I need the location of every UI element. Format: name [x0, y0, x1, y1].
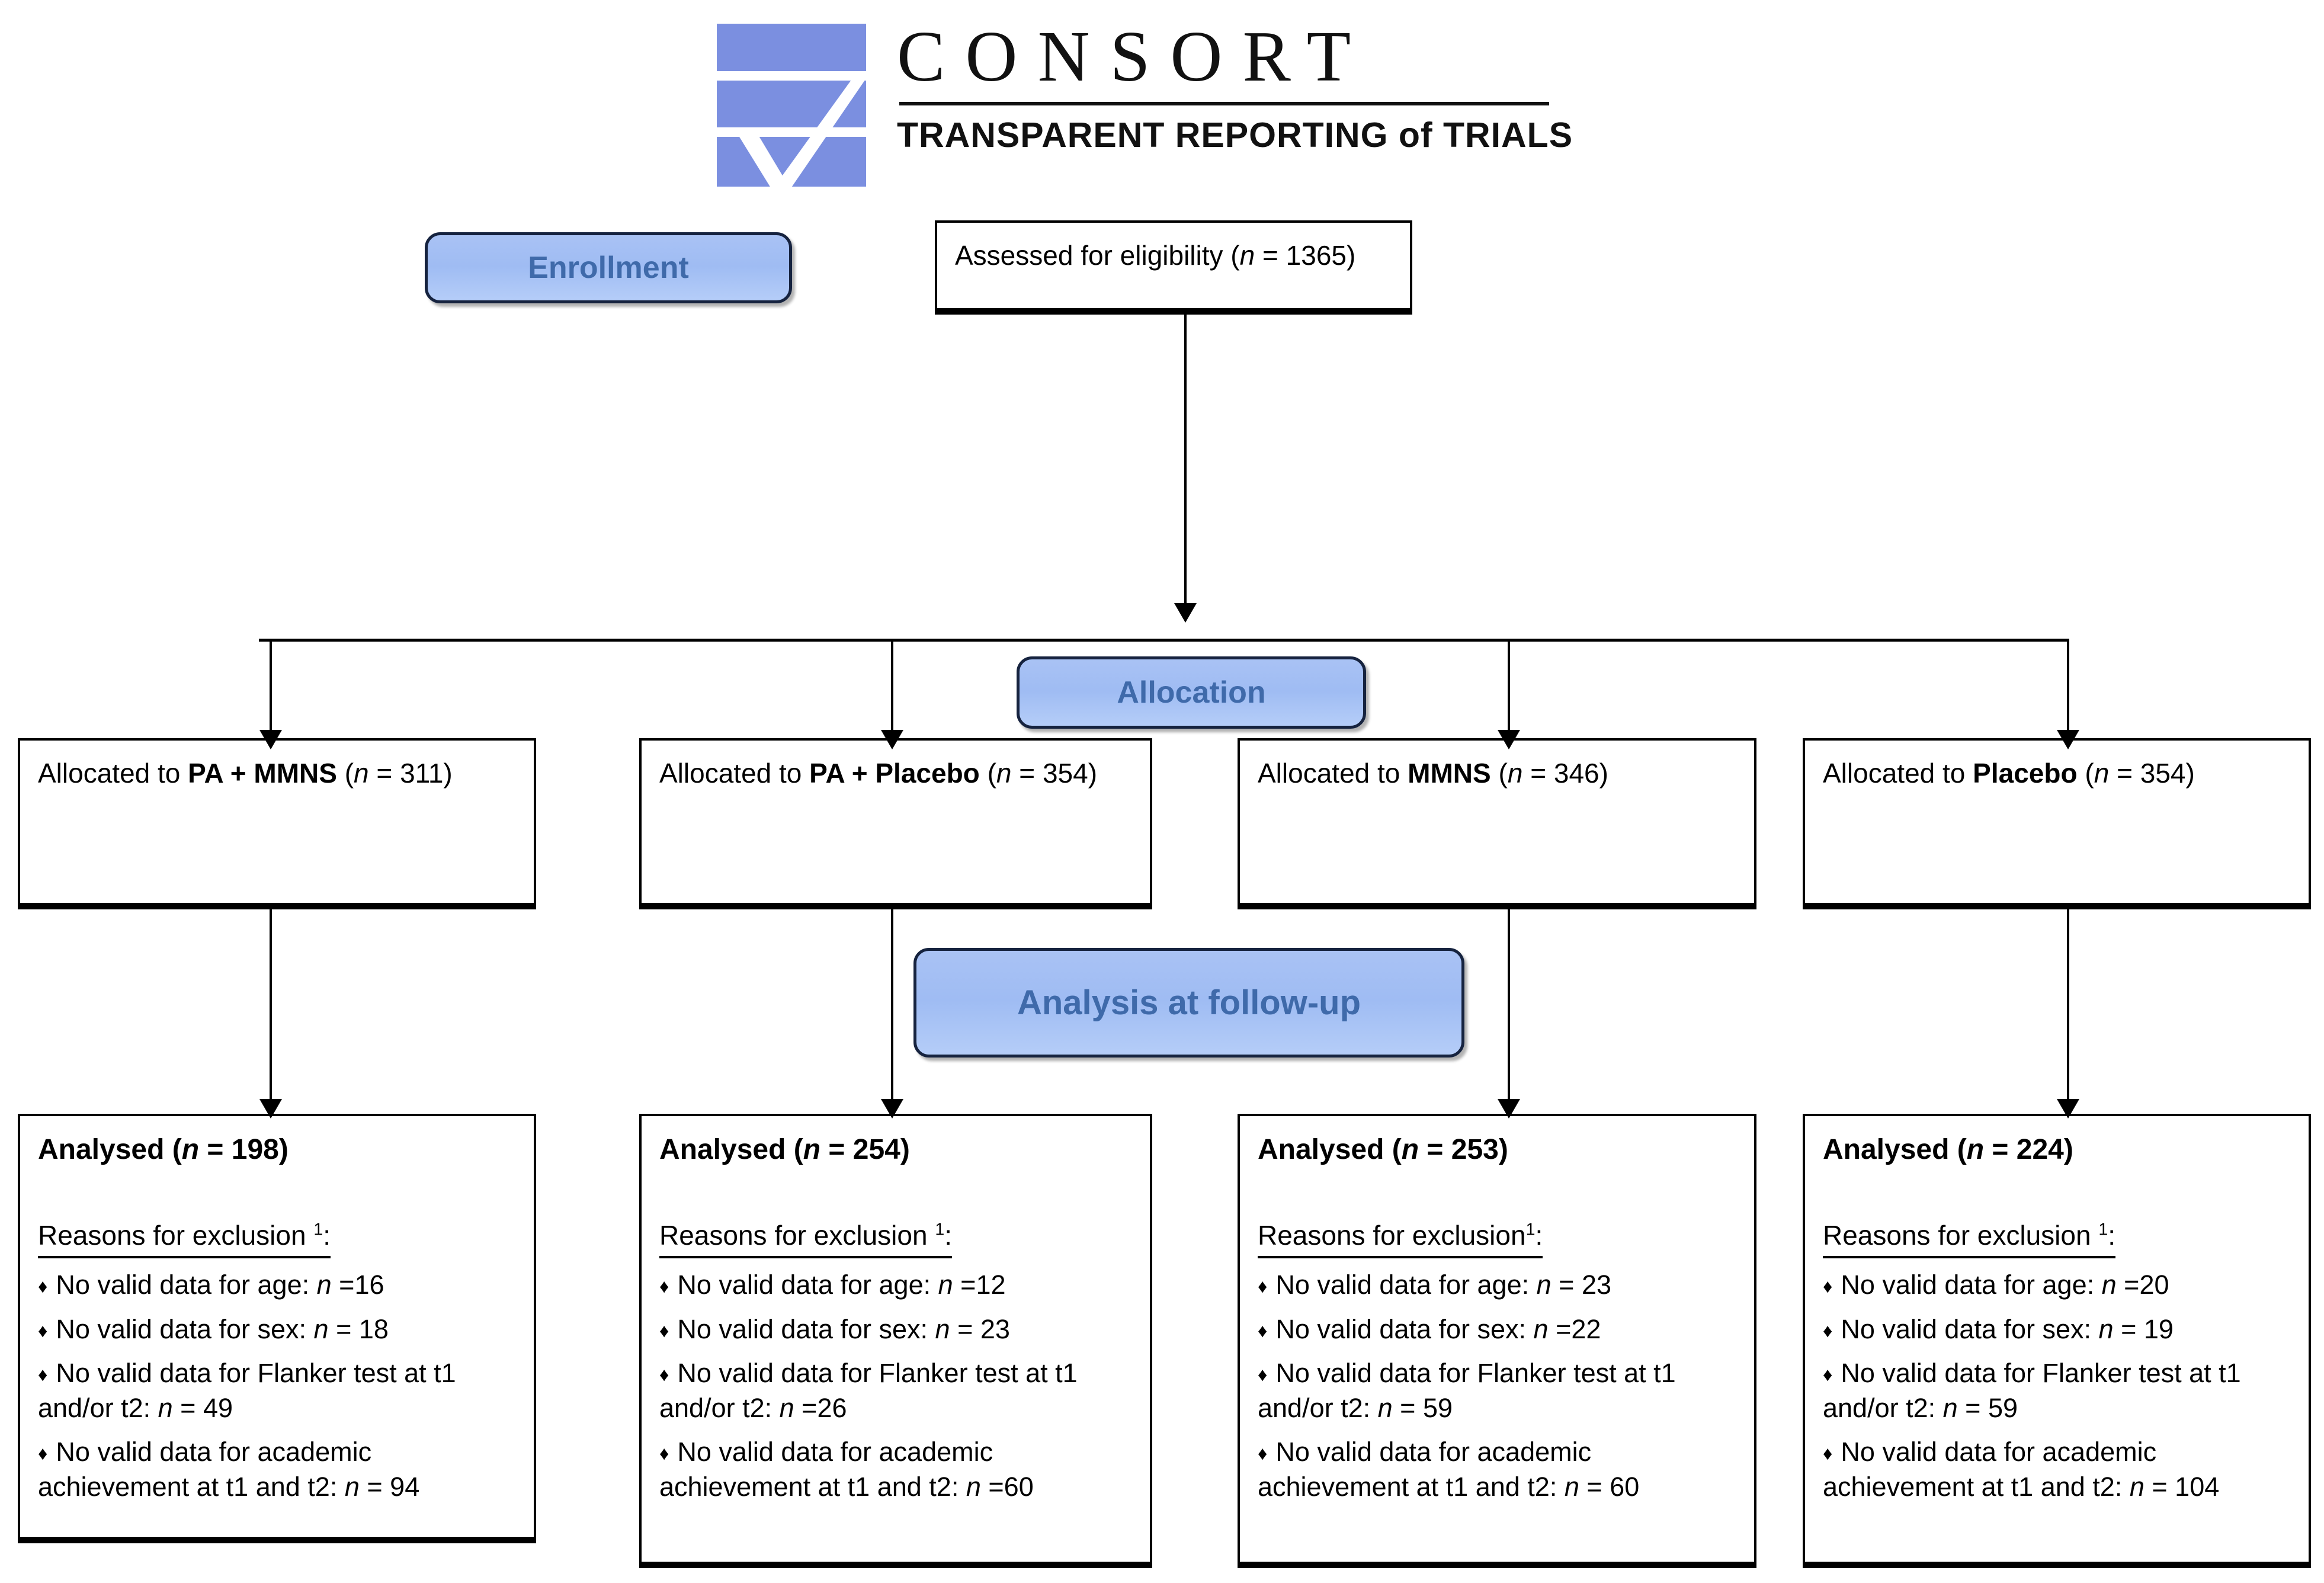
- stage-pill-analysis: Analysis at follow-up: [913, 948, 1464, 1058]
- analysed-count-arm-2: Analysed (n = 254): [659, 1134, 910, 1165]
- connector-bus-to-arm-1: [270, 639, 272, 738]
- diamond-bullet-icon: ♦: [659, 1319, 669, 1341]
- diamond-bullet-icon: ♦: [1258, 1319, 1268, 1341]
- reason-item: ♦No valid data for age: n =16: [38, 1270, 384, 1300]
- reasons-list-arm-4: ♦No valid data for age: n =20 ♦No valid …: [1823, 1268, 2291, 1504]
- allocation-distribution-bar: [259, 639, 2069, 642]
- analysed-count-arm-1: Analysed (n = 198): [38, 1134, 289, 1165]
- analysed-count-arm-3: Analysed (n = 253): [1258, 1134, 1508, 1165]
- stage-pill-analysis-label: Analysis at follow-up: [1017, 983, 1361, 1022]
- arrowhead-eligibility: [1174, 603, 1197, 623]
- consort-logo-mark-icon: [717, 24, 877, 193]
- connector-arm-1-to-analysis: [270, 905, 272, 1107]
- diamond-bullet-icon: ♦: [659, 1364, 669, 1386]
- diamond-bullet-icon: ♦: [38, 1319, 48, 1341]
- connector-bus-to-arm-4: [2067, 639, 2069, 738]
- reason-item: ♦No valid data for Flanker test at t1 an…: [659, 1358, 1078, 1423]
- analysis-box-arm-2: Analysed (n = 254) Reasons for exclusion…: [639, 1114, 1152, 1564]
- reason-item: ♦No valid data for academic achievement …: [1258, 1437, 1640, 1502]
- reasons-list-arm-1: ♦No valid data for age: n =16 ♦No valid …: [38, 1268, 516, 1504]
- stage-pill-allocation-label: Allocation: [1117, 675, 1266, 710]
- reason-item: ♦No valid data for academic achievement …: [659, 1437, 1034, 1502]
- stage-pill-allocation: Allocation: [1017, 656, 1366, 729]
- allocation-box-arm-1: Allocated to PA + MMNS (n = 311): [18, 738, 536, 905]
- reason-item: ♦No valid data for age: n =12: [659, 1270, 1006, 1300]
- reason-item: ♦No valid data for Flanker test at t1 an…: [1823, 1358, 2241, 1423]
- stage-pill-enrollment: Enrollment: [425, 232, 792, 303]
- reason-item: ♦No valid data for Flanker test at t1 an…: [38, 1358, 456, 1423]
- arrowhead-arm-1: [259, 730, 282, 749]
- consort-tagline: TRANSPARENT REPORTING of TRIALS: [897, 115, 1573, 155]
- allocation-box-arm-2-text: Allocated to PA + Placebo (n = 354): [659, 758, 1098, 789]
- connector-arm-3-to-analysis: [1508, 905, 1510, 1107]
- reasons-heading-arm-3: Reasons for exclusion1:: [1258, 1218, 1736, 1262]
- diamond-bullet-icon: ♦: [659, 1443, 669, 1465]
- reason-item: ♦No valid data for age: n = 23: [1258, 1270, 1611, 1300]
- diamond-bullet-icon: ♦: [1258, 1443, 1268, 1465]
- reason-item: ♦No valid data for sex: n =22: [1258, 1313, 1601, 1344]
- reason-item: ♦No valid data for academic achievement …: [1823, 1437, 2220, 1502]
- allocation-box-arm-2: Allocated to PA + Placebo (n = 354): [639, 738, 1152, 905]
- diamond-bullet-icon: ♦: [1258, 1364, 1268, 1386]
- diamond-bullet-icon: ♦: [659, 1276, 669, 1297]
- reasons-heading-arm-2: Reasons for exclusion 1:: [659, 1218, 1132, 1262]
- diamond-bullet-icon: ♦: [38, 1443, 48, 1465]
- connector-bus-to-arm-2: [891, 639, 893, 738]
- analysis-box-arm-3: Analysed (n = 253) Reasons for exclusion…: [1238, 1114, 1756, 1564]
- reasons-heading-arm-4: Reasons for exclusion 1:: [1823, 1218, 2291, 1262]
- diamond-bullet-icon: ♦: [1823, 1319, 1833, 1341]
- consort-wordmark: CONSORT: [897, 17, 1371, 97]
- arrowhead-analysis-2: [881, 1099, 903, 1119]
- diamond-bullet-icon: ♦: [1258, 1276, 1268, 1297]
- analysis-box-arm-1: Analysed (n = 198) Reasons for exclusion…: [18, 1114, 536, 1539]
- arrowhead-analysis-3: [1498, 1099, 1520, 1119]
- allocation-box-arm-4-text: Allocated to Placebo (n = 354): [1823, 758, 2195, 789]
- reason-item: ♦No valid data for academic achievement …: [38, 1437, 420, 1502]
- reason-item: ♦No valid data for sex: n = 23: [659, 1313, 1010, 1344]
- arrowhead-arm-3: [1498, 730, 1520, 749]
- allocation-box-arm-4: Allocated to Placebo (n = 354): [1803, 738, 2311, 905]
- connector-eligibility-to-bus: [1184, 310, 1187, 611]
- analysed-count-arm-4: Analysed (n = 224): [1823, 1134, 2073, 1165]
- connector-arm-2-to-analysis: [891, 905, 893, 1107]
- arrowhead-analysis-4: [2057, 1099, 2079, 1119]
- stage-pill-enrollment-label: Enrollment: [528, 251, 689, 285]
- assessed-for-eligibility-text: Assessed for eligibility (n = 1365): [955, 240, 1356, 271]
- connector-bus-to-arm-3: [1508, 639, 1510, 738]
- consort-logo: CONSORT TRANSPARENT REPORTING of TRIALS: [717, 18, 1572, 196]
- reasons-heading-arm-1: Reasons for exclusion 1:: [38, 1218, 516, 1262]
- arrowhead-analysis-1: [259, 1099, 282, 1119]
- assessed-for-eligibility-box: Assessed for eligibility (n = 1365): [935, 220, 1412, 310]
- reasons-list-arm-3: ♦No valid data for age: n = 23 ♦No valid…: [1258, 1268, 1736, 1504]
- allocation-box-arm-1-text: Allocated to PA + MMNS (n = 311): [38, 758, 453, 789]
- reason-item: ♦No valid data for sex: n = 19: [1823, 1313, 2174, 1344]
- allocation-box-arm-3: Allocated to MMNS (n = 346): [1238, 738, 1756, 905]
- arrowhead-arm-2: [881, 730, 903, 749]
- diamond-bullet-icon: ♦: [1823, 1364, 1833, 1386]
- analysis-box-arm-4: Analysed (n = 224) Reasons for exclusion…: [1803, 1114, 2311, 1564]
- allocation-box-arm-3-text: Allocated to MMNS (n = 346): [1258, 758, 1608, 789]
- reasons-list-arm-2: ♦No valid data for age: n =12 ♦No valid …: [659, 1268, 1132, 1504]
- checkmark-icon: [717, 24, 866, 193]
- connector-arm-4-to-analysis: [2067, 905, 2069, 1107]
- diamond-bullet-icon: ♦: [1823, 1276, 1833, 1297]
- diamond-bullet-icon: ♦: [1823, 1443, 1833, 1465]
- diamond-bullet-icon: ♦: [38, 1276, 48, 1297]
- reason-item: ♦No valid data for age: n =20: [1823, 1270, 2169, 1300]
- arrowhead-arm-4: [2057, 730, 2079, 749]
- reason-item: ♦No valid data for Flanker test at t1 an…: [1258, 1358, 1676, 1423]
- logo-divider: [899, 101, 1550, 105]
- reason-item: ♦No valid data for sex: n = 18: [38, 1313, 389, 1344]
- diamond-bullet-icon: ♦: [38, 1364, 48, 1386]
